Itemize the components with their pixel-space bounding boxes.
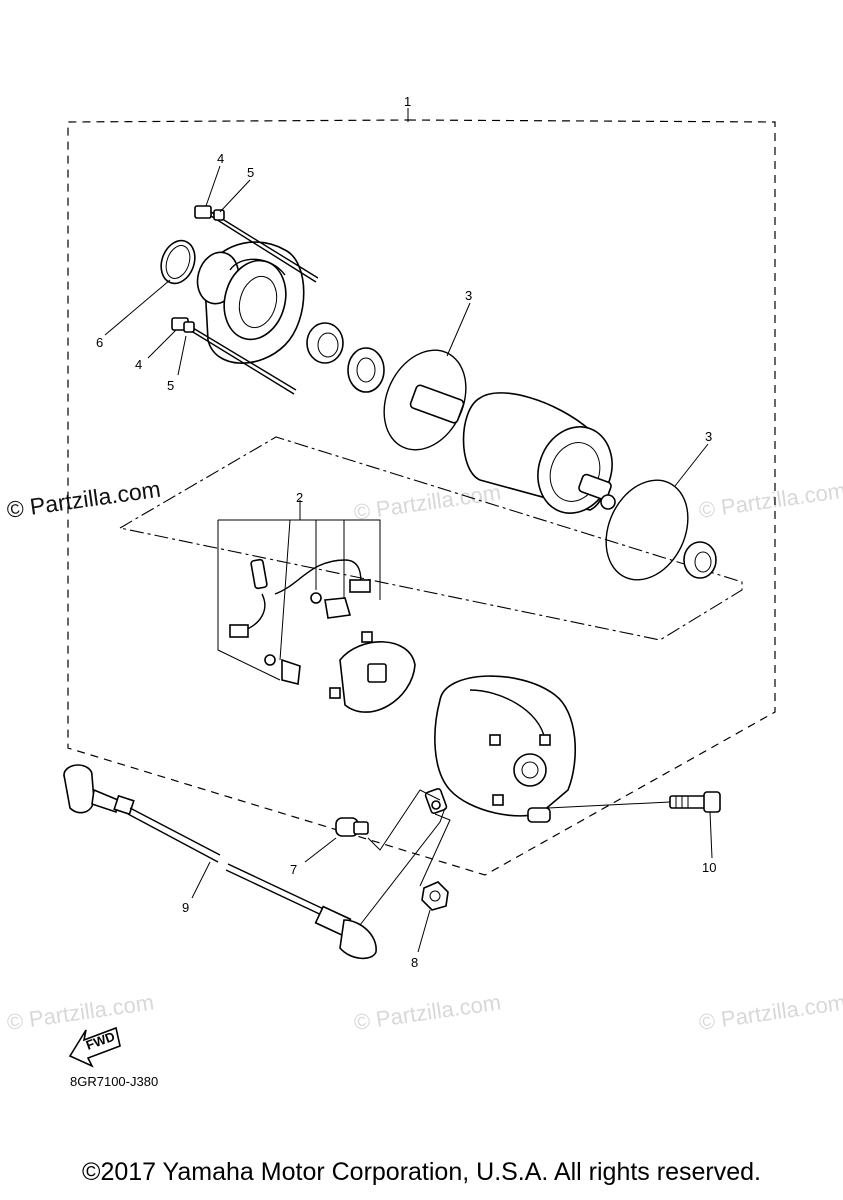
starter-cable bbox=[63, 764, 377, 960]
bolt-10 bbox=[669, 791, 721, 813]
leader-6 bbox=[104, 279, 171, 336]
leader-3-left bbox=[446, 302, 471, 357]
callout-4-top: 4 bbox=[217, 151, 224, 166]
callout-5-low: 5 bbox=[167, 378, 174, 393]
leader-9 bbox=[191, 861, 211, 899]
brush-plane bbox=[119, 436, 743, 641]
leader-5-top bbox=[219, 179, 251, 213]
leader-7 bbox=[304, 837, 337, 863]
callout-3-right: 3 bbox=[705, 429, 712, 444]
callout-2: 2 bbox=[296, 490, 303, 505]
leader-5-low bbox=[177, 335, 187, 376]
leader-10 bbox=[709, 811, 713, 859]
front-cover bbox=[160, 239, 305, 364]
callout-3-left: 3 bbox=[465, 288, 472, 303]
brush-holder-group bbox=[217, 505, 416, 713]
watermark-bottom-left: © Partzilla.com bbox=[5, 990, 155, 1035]
bearing bbox=[306, 322, 344, 364]
leader-8-link bbox=[419, 813, 451, 887]
nut-8 bbox=[421, 881, 449, 911]
callout-6: 6 bbox=[96, 335, 103, 350]
callout-8: 8 bbox=[411, 955, 418, 970]
leader-3-right bbox=[674, 443, 709, 487]
leader-rear bbox=[547, 801, 671, 809]
callout-1: 1 bbox=[404, 94, 411, 109]
leader-7-link bbox=[367, 789, 441, 851]
bolt-7 bbox=[335, 817, 369, 837]
callout-9: 9 bbox=[182, 900, 189, 915]
watermark-right-1: © Partzilla.com bbox=[697, 478, 843, 523]
leader-4-top bbox=[205, 165, 221, 207]
fwd-arrow-icon: FWD bbox=[68, 1026, 121, 1068]
copyright-notice: ©2017 Yamaha Motor Corporation, U.S.A. A… bbox=[82, 1158, 761, 1186]
starter-yoke bbox=[409, 384, 616, 514]
callout-5-top: 5 bbox=[247, 165, 254, 180]
bushing bbox=[683, 541, 717, 579]
bolt-lower bbox=[171, 317, 297, 395]
assembly-boundary bbox=[67, 119, 776, 876]
leader-4-low bbox=[147, 329, 177, 359]
oil-seal bbox=[347, 347, 385, 393]
bolt-upper bbox=[194, 205, 319, 283]
callout-4-low: 4 bbox=[135, 357, 142, 372]
watermark-bottom-mid: © Partzilla.com bbox=[352, 990, 502, 1035]
o-ring-right bbox=[605, 479, 689, 581]
leader-8 bbox=[417, 909, 431, 953]
watermark-bottom-right: © Partzilla.com bbox=[697, 990, 843, 1035]
rear-cover bbox=[424, 675, 577, 823]
leader-9-link bbox=[359, 807, 446, 926]
diagram-code: 8GR7100-J380 bbox=[70, 1074, 159, 1089]
watermark-left: © Partzilla.com bbox=[5, 476, 162, 523]
watermark-mid-1: © Partzilla.com bbox=[352, 480, 502, 525]
callout-10: 10 bbox=[702, 860, 716, 875]
callout-7: 7 bbox=[290, 862, 297, 877]
